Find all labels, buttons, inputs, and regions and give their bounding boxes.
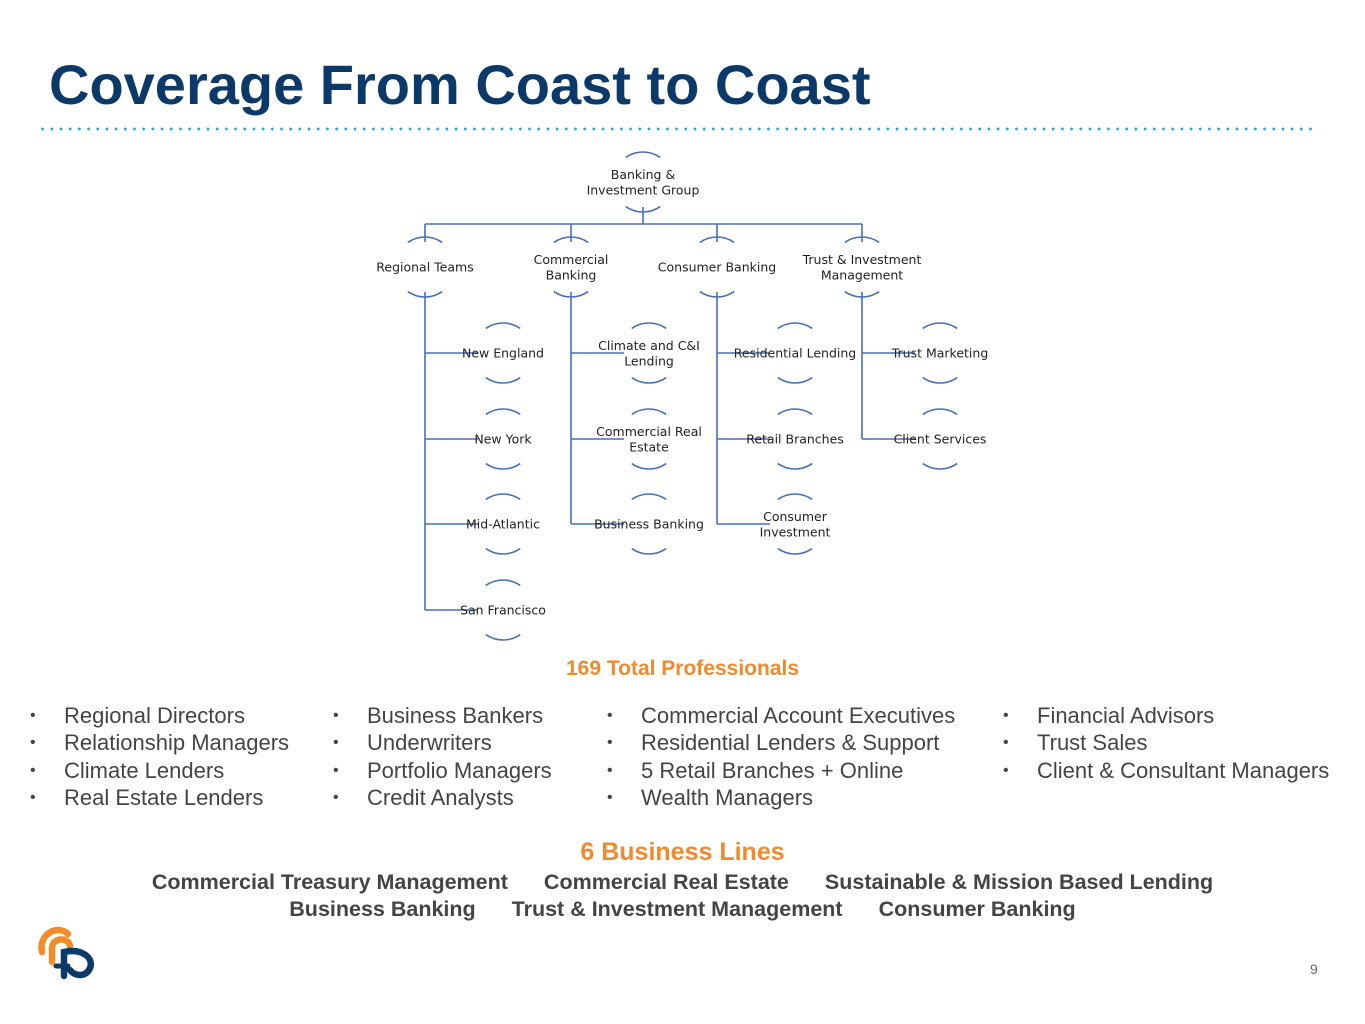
node-label: Consumer Banking bbox=[658, 260, 776, 275]
role-item: •5 Retail Branches + Online bbox=[607, 757, 904, 783]
role-item: •Real Estate Lenders bbox=[30, 784, 264, 810]
node-top-arc bbox=[625, 151, 661, 159]
role-column-commercial: •Business Bankers •Underwriters •Portfol… bbox=[333, 702, 552, 811]
role-item: •Commercial Account Executives bbox=[607, 703, 956, 728]
role-item: •Climate Lenders bbox=[30, 757, 225, 783]
node-label: Residential Lending bbox=[734, 346, 856, 361]
role-item: •Relationship Managers bbox=[30, 730, 290, 756]
node-label: Client Services bbox=[894, 432, 987, 447]
slide-title: Coverage From Coast to Coast bbox=[49, 53, 871, 116]
business-line: Commercial Treasury Management bbox=[151, 870, 508, 894]
bullet-icon: • bbox=[333, 707, 339, 724]
node-top-arc bbox=[777, 322, 813, 330]
role-item: •Underwriters bbox=[333, 730, 492, 756]
node-bottom-arc bbox=[485, 376, 521, 384]
bullet-icon: • bbox=[607, 761, 613, 779]
bullet-icon: • bbox=[333, 788, 339, 806]
node-top-arc bbox=[777, 493, 813, 501]
node-bottom-arc bbox=[922, 376, 958, 384]
role-column-regional: •Regional Directors •Relationship Manage… bbox=[30, 702, 289, 811]
node-bottom-arc bbox=[485, 633, 521, 641]
bullet-icon: • bbox=[30, 707, 36, 724]
role-item: •Portfolio Managers bbox=[333, 757, 552, 783]
node-bottom-arc bbox=[777, 462, 813, 470]
role-item: •Financial Advisors bbox=[1003, 703, 1215, 728]
bullet-icon: • bbox=[333, 734, 339, 752]
bullet-icon: • bbox=[607, 788, 613, 806]
role-item: •Business Bankers bbox=[333, 703, 544, 728]
business-line: Trust & Investment Management bbox=[511, 897, 843, 921]
bullet-icon: • bbox=[1003, 734, 1009, 752]
business-line: Business Banking bbox=[289, 897, 476, 921]
business-line: Sustainable & Mission Based Lending bbox=[824, 870, 1214, 894]
node-label: Banking &Investment Group bbox=[587, 167, 700, 198]
bullet-icon: • bbox=[607, 734, 613, 752]
node-label: Retail Branches bbox=[746, 432, 844, 447]
node-bottom-arc bbox=[631, 547, 667, 555]
node-bottom-arc bbox=[922, 462, 958, 470]
business-line: Consumer Banking bbox=[878, 897, 1076, 921]
node-top-arc bbox=[631, 493, 667, 501]
bullet-icon: • bbox=[30, 734, 36, 752]
business-lines-row: Business Banking Trust & Investment Mana… bbox=[0, 897, 1365, 922]
role-item: •Residential Lenders & Support bbox=[607, 730, 940, 756]
role-item: •Client & Consultant Managers bbox=[1003, 757, 1330, 783]
company-logo-icon bbox=[38, 926, 94, 980]
node-label: New England bbox=[462, 346, 544, 361]
node-top-arc bbox=[485, 579, 521, 587]
node-bottom-arc bbox=[631, 462, 667, 470]
node-top-arc bbox=[485, 408, 521, 416]
node-bottom-arc bbox=[631, 376, 667, 384]
business-lines-title: 6 Business Lines bbox=[580, 838, 785, 866]
bullet-icon: • bbox=[30, 761, 36, 779]
role-item: •Regional Directors bbox=[30, 703, 245, 728]
node-top-arc bbox=[699, 236, 735, 244]
node-top-arc bbox=[922, 408, 958, 416]
node-label: San Francisco bbox=[460, 603, 546, 618]
node-label: Regional Teams bbox=[376, 260, 473, 275]
node-bottom-arc bbox=[777, 547, 813, 555]
node-top-arc bbox=[553, 236, 589, 244]
node-bottom-arc bbox=[485, 547, 521, 555]
node-top-arc bbox=[407, 236, 443, 244]
node-top-arc bbox=[922, 322, 958, 330]
node-bottom-arc bbox=[485, 462, 521, 470]
bullet-icon: • bbox=[607, 707, 613, 724]
node-top-arc bbox=[485, 493, 521, 501]
node-label: Trust Marketing bbox=[891, 346, 989, 361]
node-label: New York bbox=[474, 432, 532, 447]
node-top-arc bbox=[485, 322, 521, 330]
node-top-arc bbox=[631, 408, 667, 416]
node-label: Business Banking bbox=[594, 517, 704, 532]
bullet-icon: • bbox=[333, 761, 339, 779]
business-line: Commercial Real Estate bbox=[543, 870, 789, 894]
node-label: Mid-Atlantic bbox=[466, 517, 540, 532]
role-item: •Credit Analysts bbox=[333, 784, 514, 810]
node-top-arc bbox=[777, 408, 813, 416]
business-lines-row: Commercial Treasury Management Commercia… bbox=[0, 870, 1365, 895]
page-number: 9 bbox=[1310, 961, 1318, 977]
title-divider bbox=[38, 127, 1318, 131]
role-item: •Trust Sales bbox=[1003, 730, 1148, 756]
total-professionals: 169 Total Professionals bbox=[565, 657, 800, 680]
bullet-icon: • bbox=[1003, 761, 1009, 779]
role-column-trust: •Financial Advisors •Trust Sales •Client… bbox=[1003, 702, 1329, 784]
bullet-icon: • bbox=[30, 788, 36, 806]
role-item: •Wealth Managers bbox=[607, 784, 814, 810]
bullet-icon: • bbox=[1003, 707, 1009, 724]
node-bottom-arc bbox=[777, 376, 813, 384]
node-top-arc bbox=[844, 236, 880, 244]
role-column-consumer: •Commercial Account Executives •Resident… bbox=[607, 702, 955, 811]
node-top-arc bbox=[631, 322, 667, 330]
